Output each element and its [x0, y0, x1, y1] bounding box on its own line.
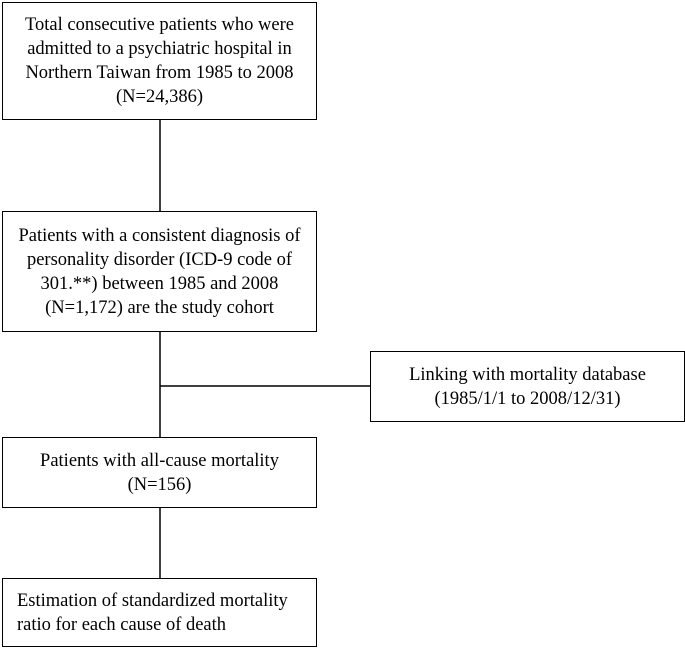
box-total-patients: Total consecutive patients who were admi…	[2, 2, 317, 120]
box-mortality-linkage: Linking with mortality database (1985/1/…	[370, 351, 685, 422]
box-smr-estimation-text: Estimation of standardized mortality rat…	[17, 590, 288, 635]
box-study-cohort: Patients with a consistent diagnosis of …	[2, 211, 317, 332]
box-total-patients-text: Total consecutive patients who were admi…	[25, 15, 294, 107]
box-all-cause-mortality-text: Patients with all-cause mortality (N=156…	[40, 450, 279, 495]
box-all-cause-mortality: Patients with all-cause mortality (N=156…	[2, 437, 317, 508]
box-mortality-linkage-text: Linking with mortality database (1985/1/…	[409, 364, 646, 409]
box-smr-estimation: Estimation of standardized mortality rat…	[2, 578, 317, 647]
box-study-cohort-text: Patients with a consistent diagnosis of …	[18, 225, 301, 318]
